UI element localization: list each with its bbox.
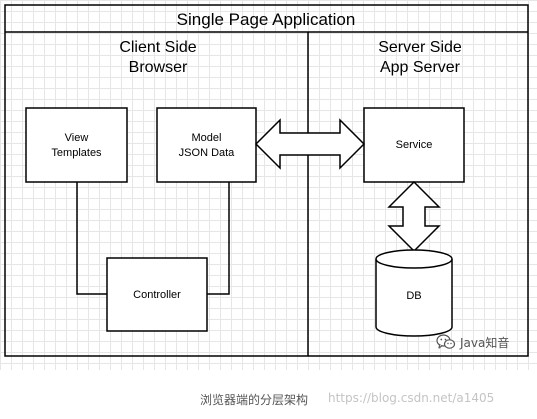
controller-label: Controller xyxy=(133,289,181,301)
model-label-line1: Model xyxy=(192,132,222,144)
client-heading-line2: Browser xyxy=(129,59,188,76)
db-cylinder-body xyxy=(375,259,453,337)
view-templates-label-line1: View xyxy=(65,132,89,144)
client-heading-line1: Client Side xyxy=(119,39,196,56)
server-heading-line1: Server Side xyxy=(378,39,462,56)
view-controller-connector xyxy=(76,182,107,295)
wechat-icon xyxy=(436,334,456,349)
caption-area: 浏览器端的分层架构 https://blog.csdn.net/a1405 xyxy=(0,370,537,419)
diagram-title: Single Page Application xyxy=(177,10,356,29)
view-templates-box xyxy=(25,107,128,183)
model-json-box xyxy=(156,107,257,183)
source-url: https://blog.csdn.net/a1405 xyxy=(328,391,495,405)
model-label-line2: JSON Data xyxy=(179,147,236,159)
db-cylinder-top xyxy=(375,249,453,269)
service-box xyxy=(363,107,465,183)
view-templates-label-line2: Templates xyxy=(51,147,102,159)
architecture-diagram: Single Page Application Client Side Brow… xyxy=(4,4,529,357)
diagram-canvas: Single Page Application Client Side Brow… xyxy=(0,0,537,370)
service-label: Service xyxy=(396,139,433,151)
figure-caption: 浏览器端的分层架构 xyxy=(200,393,309,407)
db-label: DB xyxy=(406,290,421,302)
db-cylinder xyxy=(375,249,453,337)
model-controller-connector xyxy=(207,182,230,295)
outer-frame xyxy=(4,4,529,357)
watermark-text: Java知音 xyxy=(460,335,510,350)
watermark: Java知音 xyxy=(436,333,509,351)
model-service-double-arrow xyxy=(254,118,366,170)
server-heading-line2: App Server xyxy=(380,59,461,76)
service-db-double-arrow xyxy=(387,180,441,253)
controller-box xyxy=(106,257,208,332)
